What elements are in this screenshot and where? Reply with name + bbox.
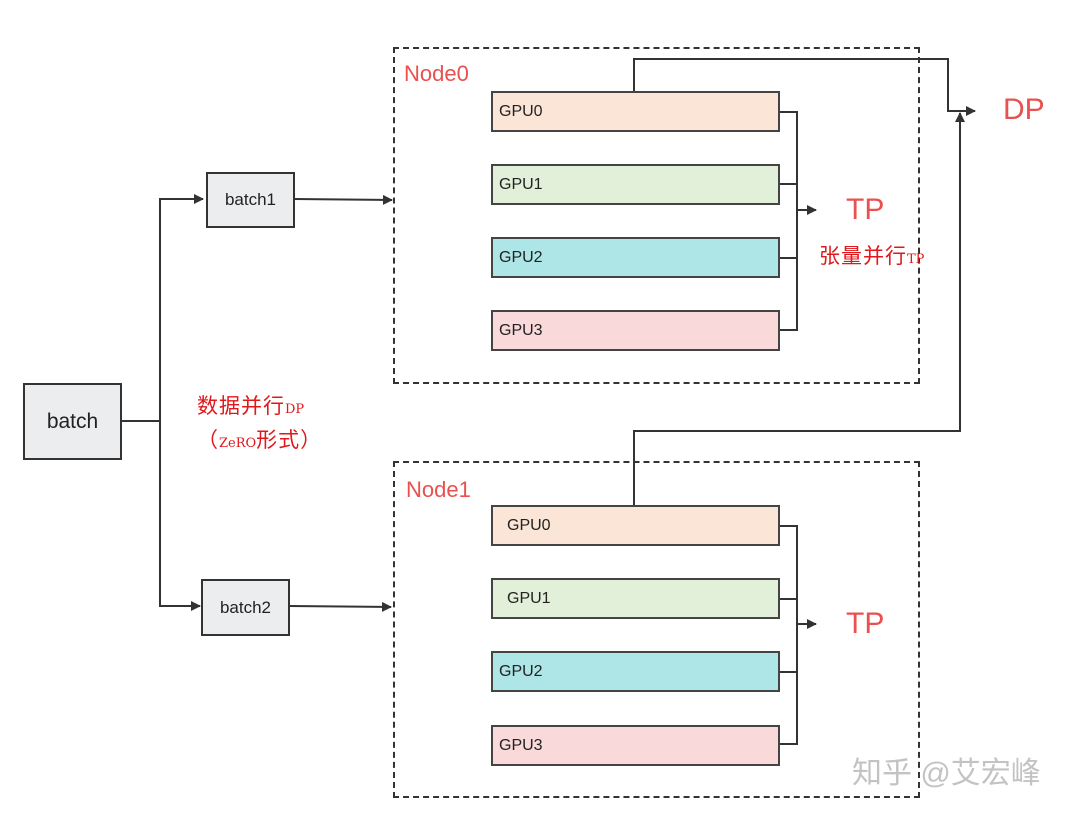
tp-bracket-node1 [779, 525, 798, 745]
node1-gpu1: GPU1 [491, 578, 780, 619]
edge-split-to-batch1 [159, 194, 204, 421]
node1-gpu1-label: GPU1 [507, 589, 551, 607]
node0-label: Node0 [404, 61, 469, 86]
node1-gpu0: GPU0 [491, 505, 780, 546]
batch2-box: batch2 [201, 579, 290, 636]
zero-open-paren: （ [197, 428, 219, 452]
batch-box: batch [23, 383, 122, 460]
node1-gpu3: GPU3 [491, 725, 780, 766]
node0-gpu2-label: GPU2 [499, 248, 543, 266]
dp-caption: 数据并行DP （ZeRO形式） [197, 390, 322, 454]
tp-caption-suffix: TP [907, 252, 925, 267]
batch1-box: batch1 [206, 172, 295, 228]
node0-gpu3-label: GPU3 [499, 321, 543, 339]
dp-caption-suffix: DP [285, 402, 305, 417]
node1-gpu2: GPU2 [491, 651, 780, 692]
edge-split-to-batch2 [159, 421, 201, 611]
edge-batch1-to-node0 [293, 194, 393, 205]
node0-frame [393, 47, 920, 384]
dp-caption-main: 数据并行 [197, 394, 285, 418]
zero-label: ZeRO [219, 436, 257, 451]
dp-line-node0 [633, 58, 976, 116]
zero-form-label: 形式） [256, 428, 323, 452]
dp-label: DP [1003, 93, 1045, 126]
node0-gpu1: GPU1 [491, 164, 780, 205]
batch2-label: batch2 [219, 597, 272, 617]
batch1-label: batch1 [224, 190, 277, 209]
watermark: 知乎 @艾宏峰 [852, 757, 1041, 790]
node0-gpu2: GPU2 [491, 237, 780, 278]
node1-label: Node1 [406, 477, 471, 502]
node0-gpu3: GPU3 [491, 310, 780, 351]
node0-tp-label: TP [846, 193, 885, 226]
node1-tp-label: TP [846, 607, 885, 640]
batch-label: batch [46, 409, 99, 433]
dp-line-node1 [633, 112, 965, 505]
node0-gpu0: GPU0 [491, 91, 780, 132]
tp-bracket-node0 [779, 111, 798, 331]
node1-gpu2-label: GPU2 [499, 662, 543, 680]
edge-batch2-to-node1 [288, 601, 392, 612]
node0-gpu0-label: GPU0 [499, 102, 543, 120]
node1-gpu3-label: GPU3 [499, 736, 543, 754]
node1-frame [393, 461, 920, 798]
tp-caption-main: 张量并行 [819, 244, 907, 268]
tp-caption: 张量并行TP [819, 240, 924, 270]
node1-gpu0-label: GPU0 [507, 516, 551, 534]
node0-gpu1-label: GPU1 [499, 175, 543, 193]
